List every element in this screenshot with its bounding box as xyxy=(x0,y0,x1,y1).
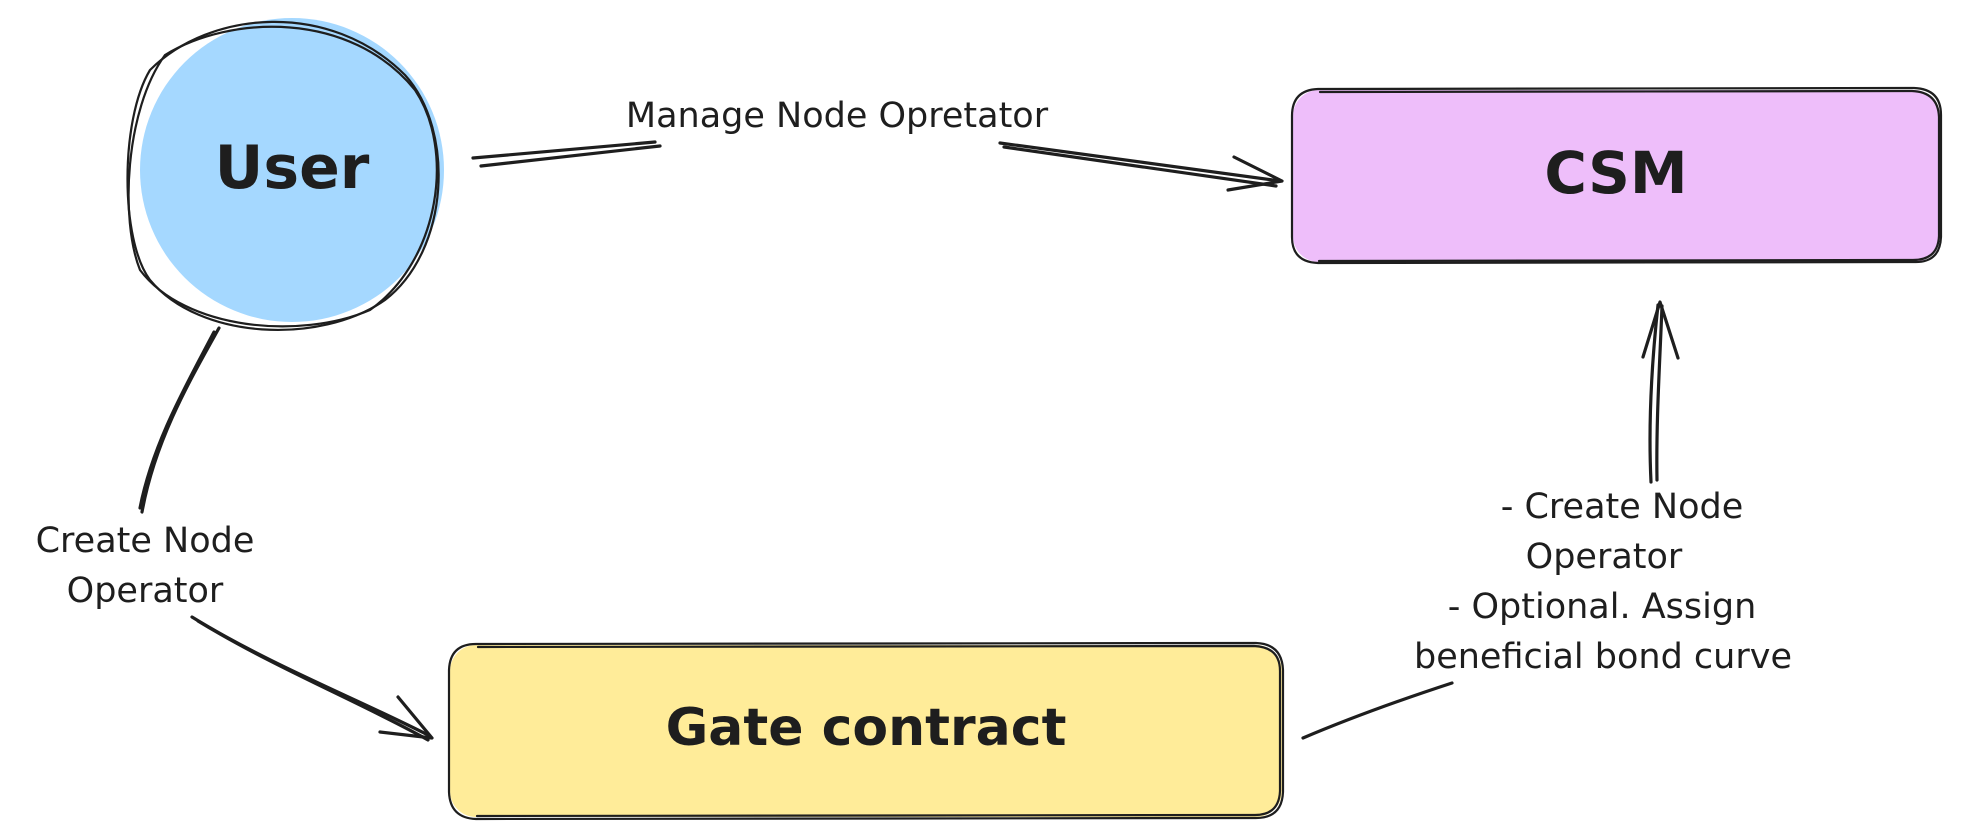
user-node-label: User xyxy=(215,133,370,203)
edge-user-to-csm[interactable]: Manage Node Opretator xyxy=(471,96,1284,192)
edge-gate-to-csm-line-top xyxy=(1648,303,1660,484)
edge-user-to-gate-line-bottom-2 xyxy=(196,619,430,742)
csm-node[interactable]: CSM xyxy=(1290,86,1943,265)
edge-user-to-gate-line-bottom xyxy=(190,615,432,738)
edge-user-to-csm-arrowhead xyxy=(1226,155,1284,192)
user-node-outline-2 xyxy=(127,25,438,328)
edge-gate-to-csm-line-bottom xyxy=(1301,681,1454,740)
edge-user-to-csm-line-d xyxy=(1002,145,1278,188)
edge-gate-to-csm[interactable]: - Create Node Operator - Optional. Assig… xyxy=(1301,300,1792,740)
edge-gate-to-csm-label-line-1: - Create Node xyxy=(1501,487,1744,527)
edge-user-to-csm-line-b xyxy=(479,144,662,168)
csm-node-label: CSM xyxy=(1544,139,1687,207)
edge-gate-to-csm-arrowhead xyxy=(1641,300,1680,360)
csm-node-fill xyxy=(1293,90,1940,262)
edge-user-to-csm-line-a xyxy=(471,140,657,160)
edge-user-to-gate-label-line-1: Create Node xyxy=(36,521,255,561)
gate-contract-node-label: Gate contract xyxy=(666,698,1067,758)
edge-user-to-gate[interactable]: Create Node Operator xyxy=(36,326,434,742)
edge-user-to-csm-line-c xyxy=(998,141,1282,183)
gate-contract-node-fill xyxy=(450,645,1282,817)
edge-user-to-gate-line-top-2 xyxy=(138,330,216,510)
edge-gate-to-csm-line-top-2 xyxy=(1655,304,1664,482)
edge-user-to-csm-label: Manage Node Opretator xyxy=(626,96,1049,136)
edge-user-to-gate-line-top xyxy=(140,326,221,514)
gate-contract-node-outline-2 xyxy=(475,644,1282,818)
csm-node-outline-2 xyxy=(1317,89,1941,263)
user-node[interactable]: User xyxy=(126,18,445,331)
csm-node-outline xyxy=(1290,86,1943,265)
edge-gate-to-csm-label-line-3: - Optional. Assign xyxy=(1448,587,1757,627)
edge-user-to-gate-label-line-2: Operator xyxy=(67,571,224,611)
gate-contract-node[interactable]: Gate contract xyxy=(447,641,1285,821)
edge-user-to-gate-arrowhead xyxy=(378,695,434,740)
user-node-outline-1 xyxy=(126,20,440,331)
gate-contract-node-outline xyxy=(447,641,1285,821)
edge-gate-to-csm-label-line-2: Operator xyxy=(1526,537,1683,577)
user-node-fill xyxy=(140,18,444,322)
edge-gate-to-csm-label-line-4: beneficial bond curve xyxy=(1414,637,1792,677)
